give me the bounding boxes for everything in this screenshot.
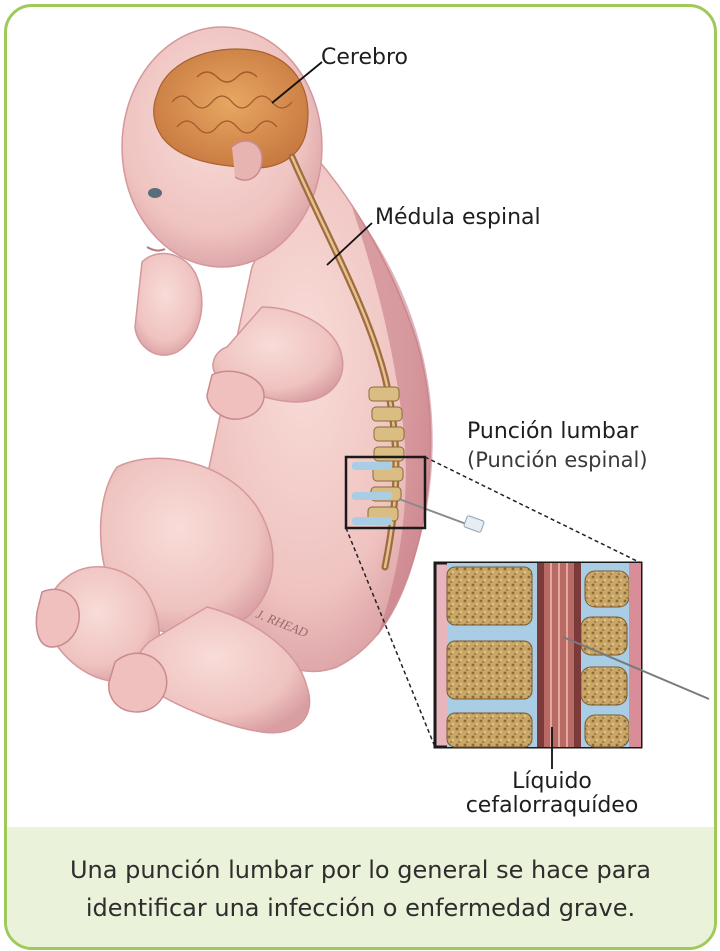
disc <box>352 462 392 470</box>
spine-inset <box>435 563 641 747</box>
vertebral-body <box>447 713 532 747</box>
caption-text: Una punción lumbar por lo general se hac… <box>27 851 694 927</box>
spinous-process <box>581 667 627 705</box>
infographic-card: J. RHEAD <box>4 4 717 950</box>
label-spinal-cord: Médula espinal <box>375 205 541 231</box>
disc <box>352 492 392 500</box>
label-csf-line1: Líquido <box>477 769 627 795</box>
spinous-process <box>581 617 627 655</box>
infant-eye <box>148 188 162 198</box>
caption-band: Una punción lumbar por lo general se hac… <box>7 827 714 947</box>
label-lumbar-puncture: Punción lumbar <box>467 419 638 445</box>
vertebral-body <box>447 567 532 625</box>
infant-foot-right <box>109 653 167 712</box>
label-brain: Cerebro <box>321 45 408 71</box>
disc <box>352 517 392 525</box>
vertebral-body <box>447 641 532 699</box>
label-lumbar-puncture-alt: (Punción espinal) <box>467 447 648 473</box>
infant-figure <box>36 27 432 733</box>
infant-ear <box>232 141 262 180</box>
spinous-process <box>585 571 629 607</box>
label-csf-line2: cefalorraquídeo <box>457 793 647 819</box>
infant-mouth <box>147 247 165 251</box>
lumbar-puncture-illustration: J. RHEAD <box>7 7 714 827</box>
spinous-process <box>585 715 629 747</box>
infant-upper-arm <box>135 254 202 356</box>
brain <box>154 49 308 168</box>
